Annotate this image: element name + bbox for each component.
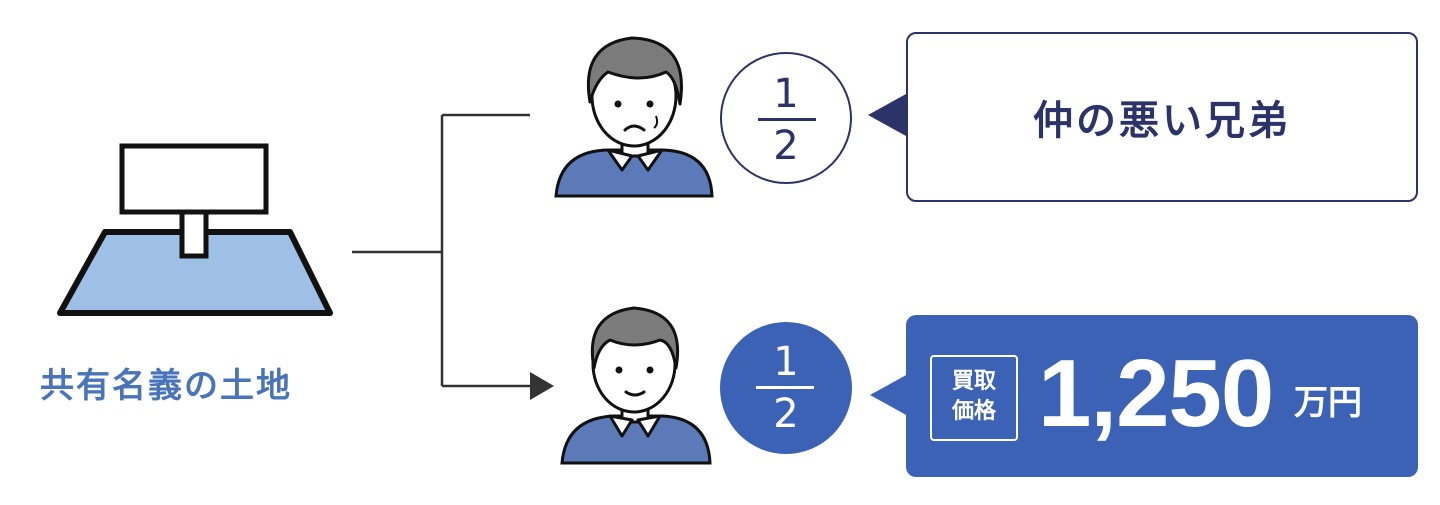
pointer-top: [868, 94, 906, 136]
price-badge-line-2: 価格: [951, 399, 996, 424]
share-fraction-top: 1 2: [720, 52, 852, 184]
fraction-bar: [756, 386, 814, 389]
connector-lines: [352, 113, 532, 388]
price-badge: 買取 価格: [930, 355, 1018, 441]
share-denominator: 2: [773, 391, 799, 437]
pointer-bottom: [870, 374, 908, 416]
arrow-head: [530, 372, 554, 400]
price-unit: 万円: [1294, 383, 1362, 423]
person-unhappy-icon: [554, 36, 714, 198]
share-denominator: 2: [773, 123, 799, 169]
land-sign-icon: [57, 143, 333, 316]
share-numerator: 1: [773, 71, 799, 117]
person-calm-icon: [560, 306, 712, 465]
price-amount: 1,250: [1038, 340, 1274, 447]
price-box: 買取 価格 1,250 万円: [906, 315, 1418, 477]
share-numerator: 1: [773, 339, 799, 385]
note-text: 仲の悪い兄弟: [1033, 98, 1291, 144]
share-fraction-bottom: 1 2: [720, 322, 852, 454]
price-badge-line-1: 買取: [951, 369, 996, 394]
note-box-sibling: 仲の悪い兄弟: [906, 32, 1418, 202]
fraction-bar: [758, 118, 816, 121]
land-label: 共有名義の土地: [40, 366, 292, 406]
